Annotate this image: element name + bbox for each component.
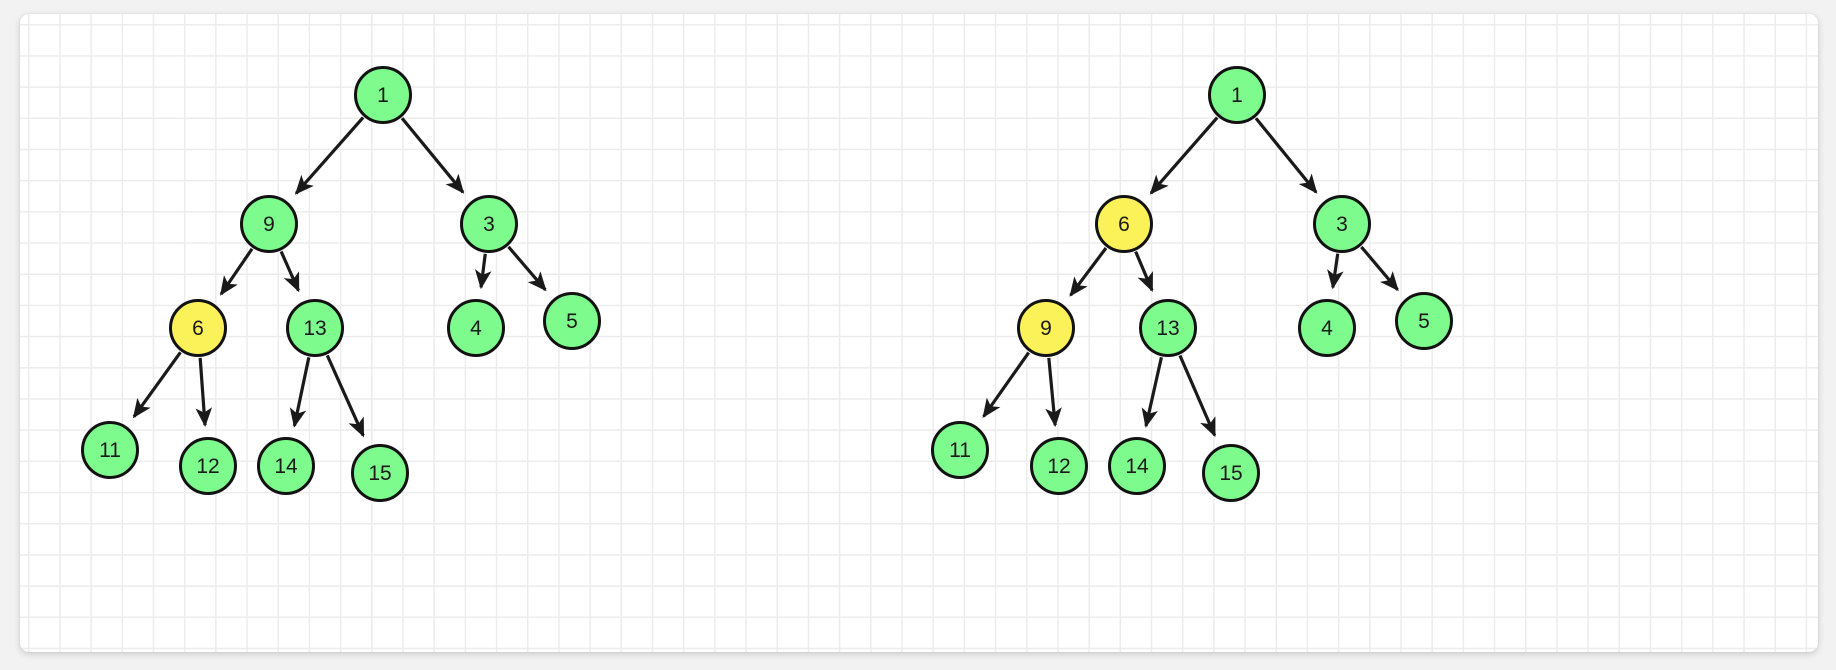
tree-node-label: 12 xyxy=(196,454,220,478)
tree-node-R4[interactable]: 4 xyxy=(1298,299,1356,357)
tree-node-L6[interactable]: 6 xyxy=(169,299,227,357)
tree-node-R5[interactable]: 5 xyxy=(1395,292,1453,350)
tree-node-L4[interactable]: 4 xyxy=(447,299,505,357)
tree-node-label: 11 xyxy=(99,438,121,462)
tree-node-L9[interactable]: 9 xyxy=(240,195,298,253)
tree-node-label: 11 xyxy=(949,438,971,462)
tree-node-label: 6 xyxy=(1118,212,1130,236)
tree-node-label: 9 xyxy=(263,212,275,236)
tree-node-label: 3 xyxy=(483,212,495,236)
tree-node-label: 1 xyxy=(377,83,389,107)
tree-node-L12[interactable]: 12 xyxy=(179,437,237,495)
tree-node-label: 5 xyxy=(566,309,578,333)
tree-node-R12[interactable]: 12 xyxy=(1030,437,1088,495)
tree-node-label: 14 xyxy=(1125,454,1149,478)
tree-node-label: 14 xyxy=(274,454,298,478)
tree-node-L3[interactable]: 3 xyxy=(460,195,518,253)
tree-node-L5[interactable]: 5 xyxy=(543,292,601,350)
tree-node-label: 9 xyxy=(1040,316,1052,340)
tree-node-label: 12 xyxy=(1047,454,1071,478)
tree-node-R15[interactable]: 15 xyxy=(1202,444,1260,502)
tree-node-label: 13 xyxy=(303,316,327,340)
tree-node-label: 13 xyxy=(1156,316,1180,340)
tree-node-label: 15 xyxy=(1219,461,1243,485)
tree-node-label: 4 xyxy=(470,316,482,340)
tree-node-R3[interactable]: 3 xyxy=(1313,195,1371,253)
tree-node-R9[interactable]: 9 xyxy=(1017,299,1075,357)
tree-node-label: 4 xyxy=(1321,316,1333,340)
tree-node-label: 15 xyxy=(368,461,392,485)
tree-node-label: 5 xyxy=(1418,309,1430,333)
tree-node-label: 6 xyxy=(192,316,204,340)
tree-node-label: 1 xyxy=(1231,83,1243,107)
tree-node-R13[interactable]: 13 xyxy=(1139,299,1197,357)
tree-node-R11[interactable]: 11 xyxy=(931,421,989,479)
tree-node-L15[interactable]: 15 xyxy=(351,444,409,502)
tree-node-R6[interactable]: 6 xyxy=(1095,195,1153,253)
tree-node-L1[interactable]: 1 xyxy=(354,66,412,124)
tree-node-L14[interactable]: 14 xyxy=(257,437,315,495)
tree-node-R1[interactable]: 1 xyxy=(1208,66,1266,124)
tree-node-L13[interactable]: 13 xyxy=(286,299,344,357)
tree-node-L11[interactable]: 11 xyxy=(81,421,139,479)
tree-node-R14[interactable]: 14 xyxy=(1108,437,1166,495)
tree-node-label: 3 xyxy=(1336,212,1348,236)
